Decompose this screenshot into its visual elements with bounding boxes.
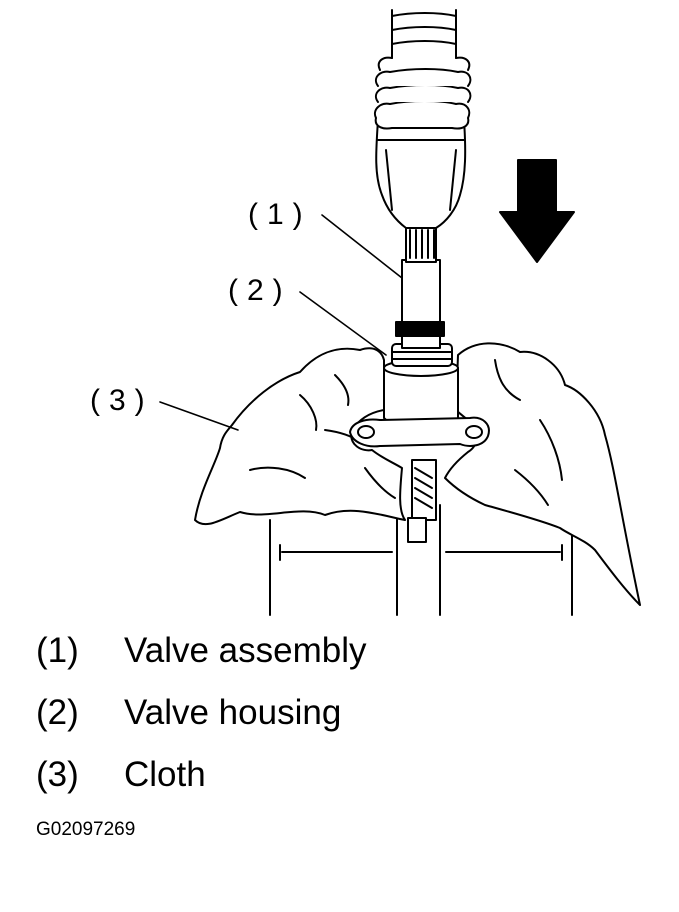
- legend: (1) Valve assembly (2) Valve housing (3)…: [36, 626, 656, 812]
- legend-item-number: (3): [36, 755, 79, 794]
- legend-item-label: Cloth: [124, 755, 206, 794]
- legend-item-number: (2): [36, 693, 79, 732]
- valve-housing: [349, 343, 490, 543]
- callout-1-label: (1): [248, 198, 312, 231]
- callout-3-label: (3): [90, 384, 154, 417]
- legend-item-number: (1): [36, 631, 79, 670]
- leader-lines: [159, 214, 403, 431]
- cloth: [194, 342, 641, 606]
- figure-id: G02097269: [36, 819, 136, 840]
- legend-item-label: Valve housing: [124, 693, 342, 732]
- legend-item: (1) Valve assembly: [36, 626, 656, 688]
- legend-item: (3) Cloth: [36, 750, 656, 812]
- callout-2-label: (2): [228, 274, 292, 307]
- legend-item: (2) Valve housing: [36, 688, 656, 750]
- press-chuck: [374, 9, 472, 229]
- valve-installation-illustration: [159, 9, 641, 616]
- valve-assembly: [395, 225, 445, 349]
- legend-item-label: Valve assembly: [124, 631, 367, 670]
- down-arrow-icon: [499, 159, 575, 263]
